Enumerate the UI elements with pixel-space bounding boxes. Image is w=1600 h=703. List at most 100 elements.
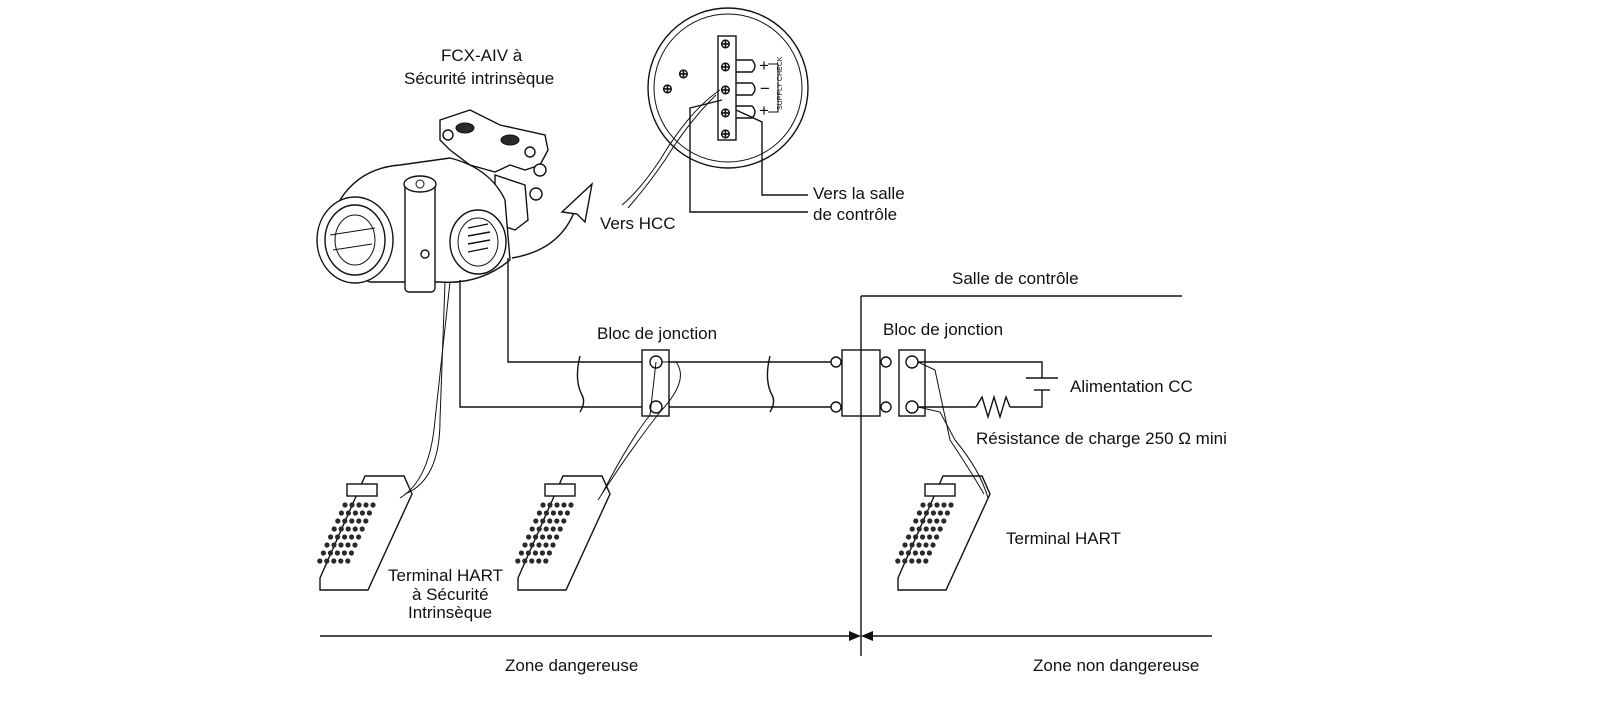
terminal-detail-circle: ⊕ ⊕ ⊕ ⊕ ⊕ ⊕ ⊕ + − + SUPPLY CHECK xyxy=(621,7,809,213)
keypad-key xyxy=(324,558,330,564)
keypad-key xyxy=(564,510,571,516)
keypad-key xyxy=(338,526,344,532)
keypad-key xyxy=(349,534,355,540)
keypads xyxy=(317,502,954,564)
hart-terminal-is-label-line3: Intrinsèque xyxy=(408,603,492,622)
keypad-key xyxy=(529,542,535,548)
zoom-arrow-head xyxy=(560,182,594,224)
keypad-key xyxy=(328,534,334,540)
terminal-screw-icon: ⊕ xyxy=(720,126,731,141)
keypad-key xyxy=(909,526,915,532)
transmitter-label-line2: Sécurité intrinsèque xyxy=(404,69,554,88)
keypad-key xyxy=(356,534,362,540)
keypad-key xyxy=(902,542,908,548)
keypad-key xyxy=(540,518,546,524)
dc-supply-icon xyxy=(1010,377,1058,408)
keypad-key xyxy=(909,558,915,564)
keypad-key xyxy=(554,518,560,524)
keypad-key xyxy=(948,502,954,508)
to-hcc-label: Vers HCC xyxy=(600,214,676,233)
keypad-key xyxy=(331,526,337,532)
keypad-key xyxy=(356,502,362,508)
ground-screw-icon: ⊕ xyxy=(662,81,673,96)
keypad-key xyxy=(919,550,926,556)
keypad-key xyxy=(543,558,549,564)
keypad-key xyxy=(539,550,546,556)
keypad-key xyxy=(927,534,933,540)
hart-terminal-mid-body xyxy=(517,475,611,591)
keypad-key xyxy=(916,558,922,564)
keypad-key xyxy=(363,518,369,524)
keypad-key xyxy=(363,502,369,508)
keypad-key xyxy=(557,526,563,532)
keypad-key xyxy=(895,558,901,564)
transmitter-label-line1: FCX-AIV à xyxy=(441,46,523,65)
keypad-key xyxy=(930,510,937,516)
keypad-key xyxy=(533,518,539,524)
keypad-key xyxy=(345,526,351,532)
keypad-key xyxy=(324,542,330,548)
keypad-key xyxy=(331,558,337,564)
keypad-key xyxy=(550,526,556,532)
keypad-key xyxy=(912,550,919,556)
keypad-key xyxy=(540,502,546,508)
keypad-key xyxy=(536,510,543,516)
keypad-key xyxy=(937,510,944,516)
keypad-key xyxy=(550,510,557,516)
keypad-key xyxy=(352,526,358,532)
plus-sign: + xyxy=(759,56,769,75)
keypad-key xyxy=(934,518,940,524)
keypad-key xyxy=(359,510,365,516)
terminal-screw-icon: ⊕ xyxy=(720,105,731,120)
keypad-key xyxy=(529,558,535,564)
keypad-key xyxy=(536,526,542,532)
keypad-key xyxy=(345,542,351,548)
keypad-key xyxy=(345,510,351,516)
keypad-key xyxy=(352,510,358,516)
keypad-key xyxy=(525,550,532,556)
hazardous-zone-arrowhead xyxy=(849,631,861,641)
terminal-screw-icon: ⊕ xyxy=(720,82,731,97)
keypad-key xyxy=(349,518,355,524)
keypad-key xyxy=(905,550,912,556)
keypad-key xyxy=(348,550,354,556)
keypad-key xyxy=(359,526,365,532)
resistor-icon xyxy=(975,394,1011,420)
keypad-key xyxy=(920,534,926,540)
keypad-key xyxy=(529,526,535,532)
keypad-key xyxy=(349,502,355,508)
hazardous-zone-label: Zone dangereuse xyxy=(505,656,638,675)
keypad-key xyxy=(533,534,539,540)
keypad-key xyxy=(341,550,347,556)
hart-lead-mid xyxy=(601,361,657,495)
keypad-key xyxy=(930,526,936,532)
keypad-key xyxy=(356,518,362,524)
keypad-key xyxy=(532,550,539,556)
hart-lead-right-2 xyxy=(917,406,989,499)
keypad-key xyxy=(923,542,929,548)
control-room-label: Salle de contrôle xyxy=(952,269,1079,288)
hart-terminal-is-label-line2: à Sécurité xyxy=(412,585,489,604)
load-resistance-label: Résistance de charge 250 Ω mini xyxy=(976,429,1227,448)
keypad-key xyxy=(522,558,528,564)
non-hazardous-zone-arrowhead xyxy=(861,631,873,641)
to-control-room-label-line2: de contrôle xyxy=(813,205,897,224)
keypad-key xyxy=(934,502,940,508)
keypad-key xyxy=(927,502,933,508)
keypad-key xyxy=(934,534,940,540)
junction-block-right-label: Bloc de jonction xyxy=(883,320,1003,339)
keypad-key xyxy=(334,550,340,556)
hart-lead-right xyxy=(917,361,985,495)
keypad-key xyxy=(561,502,567,508)
keypad-key xyxy=(923,558,929,564)
keypad-key xyxy=(370,502,376,508)
keypad-key xyxy=(923,526,929,532)
keypad-key xyxy=(920,502,926,508)
keypad-key xyxy=(913,518,919,524)
terminal-screw-icon: ⊕ xyxy=(720,59,731,74)
keypad-key xyxy=(352,542,358,548)
keypad-key xyxy=(913,534,919,540)
hart-terminal-right-body xyxy=(897,475,991,591)
keypad-key xyxy=(554,534,560,540)
